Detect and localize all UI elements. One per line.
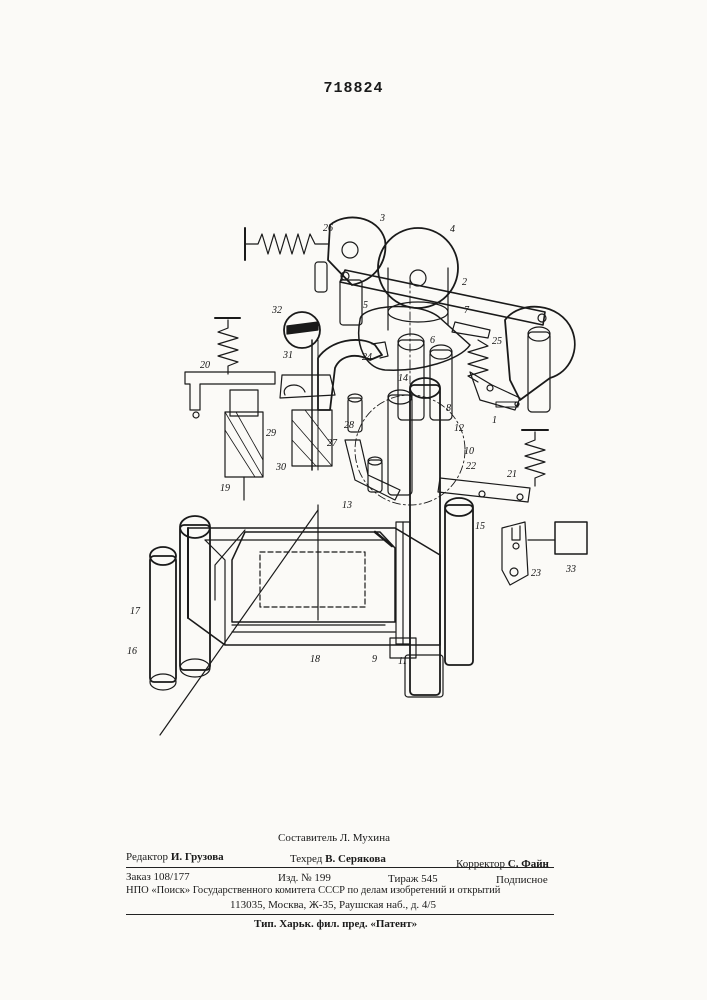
link-2 [340, 270, 546, 325]
column-14 [388, 390, 412, 495]
label-32: 32 [271, 305, 282, 316]
guide-9-11 [390, 522, 416, 658]
label-29: 29 [266, 428, 276, 439]
label-11: 11 [398, 656, 407, 667]
corrector-label: Корректор [456, 858, 505, 870]
bushing-19 [225, 390, 263, 500]
label-12: 12 [454, 423, 464, 434]
corrector-name: С. Файн [508, 858, 549, 870]
label-30: 30 [275, 462, 286, 473]
screw-32 [284, 312, 320, 348]
column-15 [445, 498, 473, 665]
label-26: 26 [323, 223, 333, 234]
plate-18 [232, 532, 395, 622]
body-5-6 [359, 306, 470, 420]
label-28: 28 [344, 420, 354, 431]
label-19: 19 [220, 483, 230, 494]
label-2: 2 [462, 277, 467, 288]
order-number: Заказ 108/177 [126, 871, 190, 883]
editor-label: Редактор [126, 851, 168, 863]
label-1: 1 [492, 415, 497, 426]
label-14: 14 [398, 373, 408, 384]
part-13 [345, 440, 400, 500]
part-7 [452, 322, 490, 338]
editor-line: Редактор И. Грузова [126, 851, 224, 863]
label-3: 3 [379, 213, 385, 224]
base-frame [188, 528, 440, 645]
techred-label: Техред [290, 853, 322, 865]
corrector-line: Корректор С. Файн [456, 858, 549, 870]
box-33 [555, 522, 587, 554]
label-23: 23 [531, 568, 541, 579]
label-21: 21 [507, 469, 517, 480]
label-4: 4 [450, 224, 455, 235]
label-6: 6 [430, 335, 435, 346]
divider-rule-2 [126, 914, 554, 915]
label-20: 20 [200, 360, 210, 371]
label-27: 27 [327, 438, 338, 449]
lever-1 [470, 307, 575, 412]
label-13: 13 [342, 500, 352, 511]
label-5: 5 [363, 300, 368, 311]
label-31: 31 [282, 350, 293, 361]
part-23 [502, 522, 528, 585]
circulation: Тираж 545 [388, 873, 438, 885]
techred-line: Техред В. Серякова [290, 853, 386, 865]
label-16: 16 [127, 646, 137, 657]
label-24: 24 [362, 352, 372, 363]
subscription-note: Подписное [496, 874, 548, 886]
editor-name: И. Грузова [171, 851, 224, 863]
divider-rule [126, 867, 554, 868]
label-8: 8 [446, 403, 451, 414]
column-16 [150, 547, 176, 690]
techred-name: В. Серякова [325, 853, 386, 865]
organization-line: НПО «Поиск» Государственного комитета СС… [126, 885, 500, 896]
edition-number: Изд. № 199 [278, 872, 331, 884]
spring-20 [218, 320, 238, 374]
spring-26 [245, 234, 328, 254]
label-7: 7 [464, 305, 470, 316]
compiler-line: Составитель Л. Мухина [278, 832, 390, 844]
label-33: 33 [565, 564, 576, 575]
label-9: 9 [372, 654, 377, 665]
label-22: 22 [466, 461, 476, 472]
label-15: 15 [475, 521, 485, 532]
label-25: 25 [492, 336, 502, 347]
label-17: 17 [130, 606, 141, 617]
column-8 [405, 378, 443, 697]
spring-21 [525, 432, 545, 486]
printer-line: Тип. Харьк. фил. пред. «Патент» [254, 918, 417, 930]
address-line: 113035, Москва, Ж-35, Раушская наб., д. … [230, 899, 436, 911]
label-10: 10 [464, 446, 474, 457]
label-18: 18 [310, 654, 320, 665]
